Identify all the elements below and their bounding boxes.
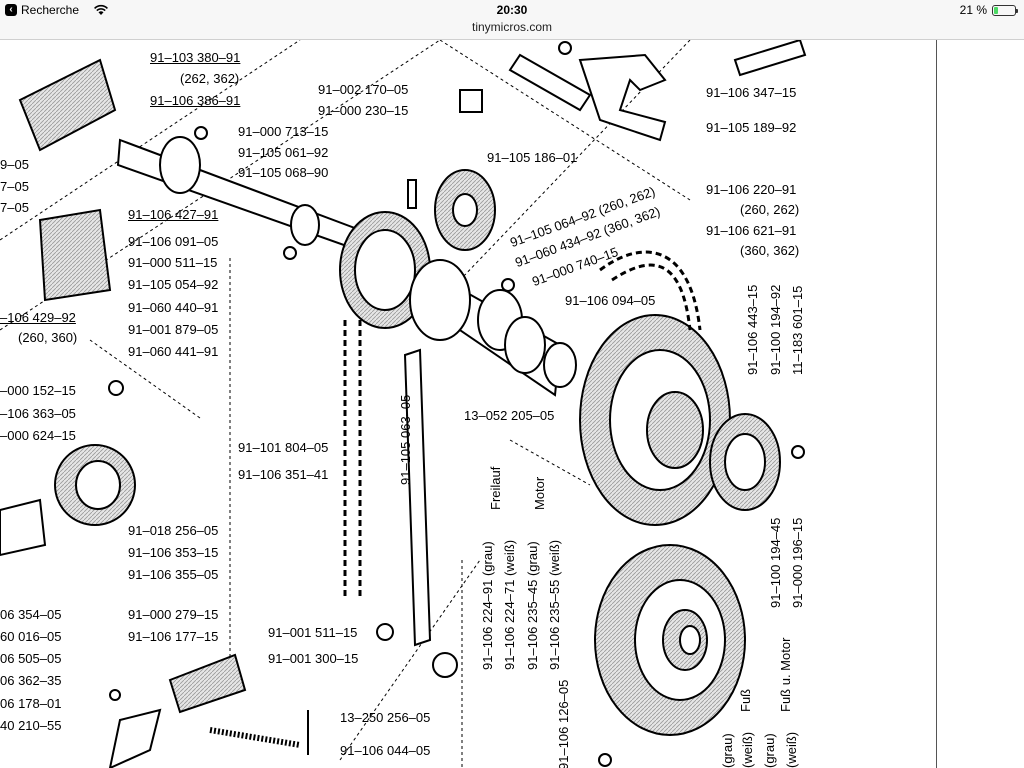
url-display[interactable]: tinymicros.com <box>0 20 1024 40</box>
part-label: Freilauf <box>488 466 503 510</box>
part-label: 91–000 511–15 <box>128 255 218 270</box>
part-label: (weiß) <box>784 731 799 768</box>
part-label: 91–105 063–05 <box>398 394 413 485</box>
part-label: 91–000 230–15 <box>318 103 409 118</box>
url-domain: tinymicros.com <box>471 20 552 34</box>
part-label: –000 624–15 <box>0 428 76 443</box>
back-app-label: Recherche <box>21 3 80 17</box>
part-label: –000 152–15 <box>0 383 76 398</box>
part-label: 7–05 <box>0 179 29 194</box>
part-label: 91–002 170–05 <box>318 82 409 97</box>
part-label: 06 362–35 <box>0 673 62 688</box>
part-label: 91–106 235–45 (grau) <box>525 541 540 670</box>
battery-tip <box>1016 8 1018 13</box>
part-label: 13–052 205–05 <box>464 408 555 423</box>
part-label: 91–103 380–91 <box>150 50 241 65</box>
part-label: 91–100 194–92 <box>768 284 783 375</box>
part-label: 91–106 094–05 <box>565 293 656 308</box>
part-label: 91–000 279–15 <box>128 607 219 622</box>
part-label: 91–106 386–91 <box>150 93 241 108</box>
part-label: 06 505–05 <box>0 651 62 666</box>
part-label: 91–106 235–55 (weiß) <box>547 539 562 670</box>
part-label: 91–106 091–05 <box>128 234 219 249</box>
part-label: 91–105 054–92 <box>128 277 219 292</box>
part-label: (weiß) <box>740 731 755 768</box>
part-label: (grau) <box>720 733 735 768</box>
part-label: (260, 360) <box>18 330 78 345</box>
part-label: 91–106 044–05 <box>340 743 431 758</box>
part-label: 60 016–05 <box>0 629 62 644</box>
diagram-viewer[interactable]: 91–103 380–91 (262, 362) 91–106 386–91 9… <box>0 40 936 768</box>
part-label: 91–060 441–91 <box>128 344 219 359</box>
wifi-icon <box>94 4 108 15</box>
part-label: 91–106 351–41 <box>238 467 329 482</box>
part-label: 91–106 443–15 <box>745 284 760 375</box>
part-label: 91–106 427–91 <box>128 207 219 222</box>
part-label: –106 363–05 <box>0 406 76 421</box>
part-label: 91–001 300–15 <box>268 651 359 666</box>
page-margin <box>936 40 1024 768</box>
part-label: (260, 262) <box>740 202 800 217</box>
battery-fill <box>994 6 999 14</box>
part-label: 91–106 224–91 (grau) <box>480 541 495 670</box>
part-label: 91–018 256–05 <box>128 523 219 538</box>
part-label: 91–106 347–15 <box>706 85 797 100</box>
battery-percent: 21 % <box>959 3 987 17</box>
part-label: 91–106 621–91 <box>706 223 797 238</box>
part-label: 91–105 186–01 <box>487 150 578 165</box>
part-label: (360, 362) <box>740 243 800 258</box>
part-label: Fuß <box>738 688 753 712</box>
part-label: 91–106 220–91 <box>706 182 797 197</box>
part-label: 13–250 256–05 <box>340 710 431 725</box>
part-label: 91–100 194–45 <box>768 517 783 608</box>
part-label: 91–105 061–92 <box>238 145 329 160</box>
part-label: 06 354–05 <box>0 607 62 622</box>
part-label: Fuß u. Motor <box>778 637 793 712</box>
part-label: 91–106 355–05 <box>128 567 219 582</box>
part-label: (grau) <box>762 733 777 768</box>
part-label: 11–183 601–15 <box>790 285 805 375</box>
part-label: (262, 362) <box>180 71 240 86</box>
part-label: 91–106 126–05 <box>556 679 571 768</box>
part-label: 06 178–01 <box>0 696 62 711</box>
part-label: –106 429–92 <box>0 310 76 325</box>
part-label: 91–001 879–05 <box>128 322 219 337</box>
back-to-app[interactable]: ‹ Recherche <box>5 3 109 17</box>
part-label: 91–001 511–15 <box>268 625 358 640</box>
back-chevron-icon: ‹ <box>5 4 17 16</box>
part-label: 7–05 <box>0 200 29 215</box>
part-label: 9–05 <box>0 157 29 172</box>
part-label: 91–106 224–71 (weiß) <box>502 539 517 670</box>
part-label: 91–000 713–15 <box>238 124 329 139</box>
battery-status: 21 % <box>959 3 1018 17</box>
part-label: 91–101 804–05 <box>238 440 329 455</box>
part-label: 91–060 440–91 <box>128 300 219 315</box>
part-label: 91–105 068–90 <box>238 165 329 180</box>
status-bar: ‹ Recherche 20:30 21 % <box>0 0 1024 20</box>
part-label: 91–105 189–92 <box>706 120 797 135</box>
part-label: 91–106 177–15 <box>128 629 219 644</box>
clock: 20:30 <box>496 3 528 17</box>
part-label: 91–000 196–15 <box>790 517 805 608</box>
battery-icon <box>992 4 1018 16</box>
part-label: 91–106 353–15 <box>128 545 219 560</box>
exploded-parts-drawing <box>0 40 807 768</box>
part-label: 40 210–55 <box>0 718 62 733</box>
part-label: Motor <box>532 476 547 510</box>
